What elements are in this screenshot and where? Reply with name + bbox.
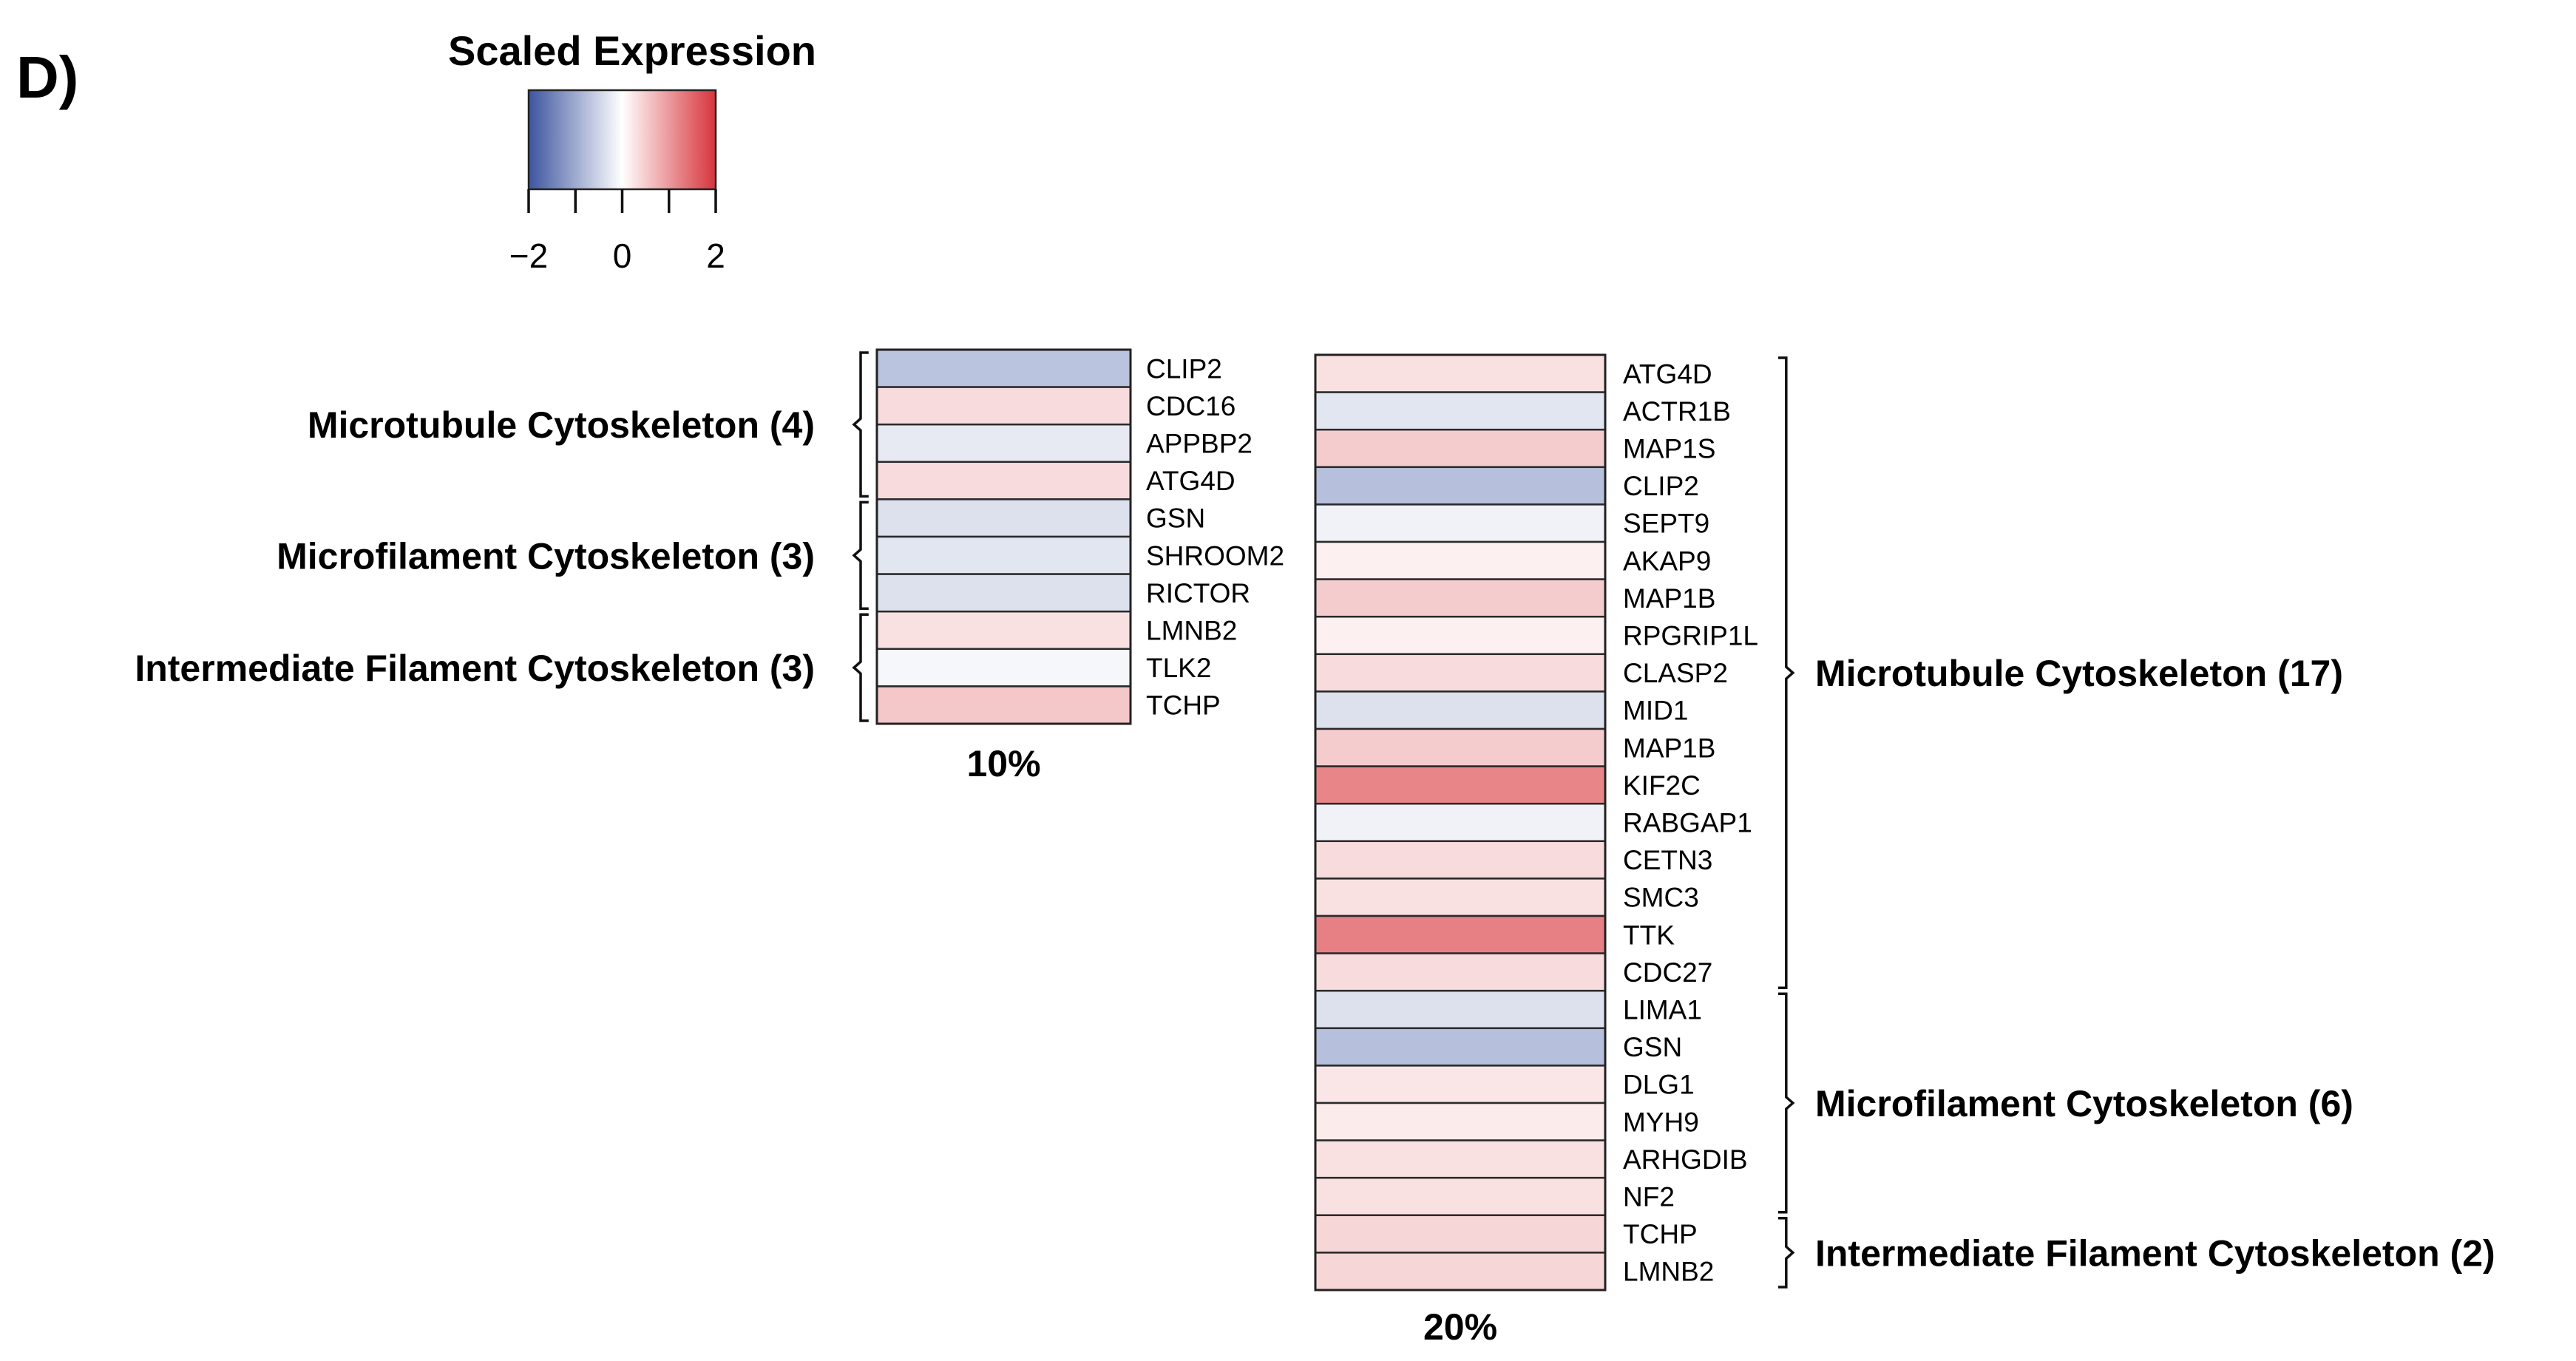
gene-label: ATG4D	[1146, 466, 1236, 496]
group-label: Microfilament Cytoskeleton (3)	[277, 535, 815, 577]
gene-label: TCHP	[1146, 690, 1221, 721]
heatmap-cell	[875, 348, 1132, 388]
gene-label: ARHGDIB	[1623, 1144, 1748, 1175]
gene-label: AKAP9	[1623, 546, 1711, 576]
heatmap-cell	[1314, 802, 1607, 843]
gene-label: DLG1	[1623, 1070, 1695, 1100]
legend-tick-label: −2	[509, 237, 548, 275]
gene-label: LIMA1	[1623, 995, 1702, 1025]
heatmap-cell	[1314, 765, 1607, 805]
heatmap-frame	[875, 348, 1132, 725]
group-label: Intermediate Filament Cytoskeleton (3)	[135, 648, 815, 689]
heatmap-cell	[875, 573, 1132, 613]
gene-label: RABGAP1	[1623, 808, 1752, 838]
gene-label: LMNB2	[1146, 616, 1237, 646]
heatmap-cell	[875, 535, 1132, 575]
heatmap-cell	[1314, 1027, 1607, 1067]
heatmap-cell	[875, 498, 1132, 538]
heatmap-cell	[1314, 878, 1607, 917]
color-legend: Scaled Expression −2 0 2	[448, 27, 816, 275]
heatmap-cell	[1314, 466, 1607, 506]
group-bracket	[1778, 992, 1795, 1214]
gene-label: GSN	[1623, 1032, 1682, 1062]
heatmap-cell	[1314, 578, 1607, 618]
heatmap-cell	[875, 386, 1132, 426]
heatmap-cell	[1314, 503, 1607, 543]
gene-label: APPBP2	[1146, 429, 1253, 459]
heatmap-cell	[875, 685, 1132, 725]
group-bracket	[852, 351, 869, 498]
gene-label: LMNB2	[1623, 1257, 1714, 1287]
group-bracket	[852, 500, 869, 610]
heatmap-cell	[875, 648, 1132, 688]
group-label: Intermediate Filament Cytoskeleton (2)	[1815, 1232, 2495, 1274]
gene-label: ATG4D	[1623, 359, 1712, 389]
gene-label: SMC3	[1623, 883, 1699, 913]
heatmap-cell	[875, 423, 1132, 464]
group-bracket	[852, 613, 869, 722]
gene-label: SHROOM2	[1146, 540, 1284, 571]
gene-label: MAP1B	[1623, 583, 1715, 614]
group-bracket	[1778, 1217, 1795, 1289]
gene-label: TCHP	[1623, 1219, 1698, 1249]
heatmap-cell	[1314, 1176, 1607, 1217]
heatmap-cell	[1314, 1214, 1607, 1254]
heatmap-cell	[1314, 353, 1607, 393]
heatmap-cell	[875, 610, 1132, 651]
gene-label: RPGRIP1L	[1623, 621, 1758, 651]
gene-label: TTK	[1623, 920, 1675, 950]
legend-tick-label: 2	[706, 237, 725, 275]
gene-label: TLK2	[1146, 653, 1211, 683]
heatmap-cell	[1314, 690, 1607, 730]
heatmap-cell	[1314, 428, 1607, 469]
heatmap-frame	[1314, 353, 1607, 1292]
heatmap-cell	[1314, 989, 1607, 1030]
heatmap-cell	[1314, 952, 1607, 992]
panel-label: D)	[16, 44, 78, 110]
gene-label: MID1	[1623, 696, 1688, 726]
heatmap-cell	[1314, 914, 1607, 954]
legend-title: Scaled Expression	[448, 27, 816, 74]
legend-axis: −2 0 2	[509, 189, 725, 275]
gene-label: MYH9	[1623, 1107, 1699, 1137]
heatmap-layer: CLIP2CDC16APPBP2ATG4DGSNSHROOM2RICTORLMN…	[135, 348, 2495, 1348]
heatmap-cell	[1314, 653, 1607, 693]
gene-label: CLASP2	[1623, 658, 1728, 688]
gene-label: SEPT9	[1623, 509, 1709, 539]
gene-label: NF2	[1623, 1182, 1675, 1212]
heatmap-cell	[1314, 840, 1607, 880]
group-bracket	[1778, 356, 1795, 989]
heatmap-cell	[1314, 1102, 1607, 1141]
legend-colorbar	[527, 89, 717, 191]
heatmap-cell	[1314, 1065, 1607, 1104]
heatmap-cell	[1314, 1252, 1607, 1292]
gene-label: CETN3	[1623, 845, 1712, 875]
heatmap-title: 10%	[966, 743, 1040, 784]
heatmap-cell	[1314, 1139, 1607, 1179]
heatmap-cell	[875, 461, 1132, 500]
gene-label: MAP1S	[1623, 434, 1715, 464]
gene-label: ACTR1B	[1623, 396, 1731, 427]
gene-label: KIF2C	[1623, 770, 1701, 801]
heatmap-cell	[1314, 540, 1607, 580]
gene-label: MAP1B	[1623, 733, 1715, 763]
heatmap-cell	[1314, 727, 1607, 767]
gene-label: RICTOR	[1146, 578, 1250, 608]
heatmap-cell	[1314, 391, 1607, 431]
gene-label: CLIP2	[1623, 471, 1699, 501]
gene-label: CDC27	[1623, 957, 1712, 988]
group-label: Microtubule Cytoskeleton (17)	[1815, 653, 2343, 694]
heatmap-title: 20%	[1423, 1306, 1497, 1348]
legend-tick-label: 0	[613, 237, 632, 275]
heatmap-cell	[1314, 615, 1607, 656]
gene-label: CDC16	[1146, 391, 1236, 421]
group-label: Microfilament Cytoskeleton (6)	[1815, 1083, 2353, 1124]
gene-label: GSN	[1146, 503, 1205, 534]
gene-label: CLIP2	[1146, 353, 1222, 384]
group-label: Microtubule Cytoskeleton (4)	[308, 404, 815, 446]
